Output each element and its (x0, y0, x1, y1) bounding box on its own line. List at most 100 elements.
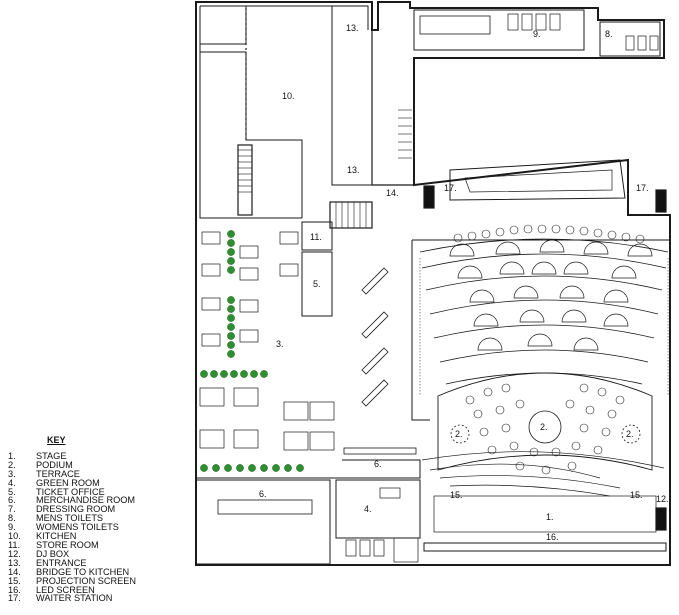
seat (515, 399, 525, 409)
seat (565, 399, 575, 409)
label-mens-toilets: 8. (605, 29, 613, 39)
mens-toilets-room (599, 21, 661, 57)
label-entrance-top: 13. (346, 23, 359, 33)
key-item: 7.DRESSING ROOM (8, 505, 188, 514)
label-screen-right: 15. (630, 490, 643, 500)
key-item-label: DRESSING ROOM (36, 504, 116, 515)
seat (523, 224, 533, 234)
screen-curve (439, 475, 621, 489)
label-kitchen: 10. (282, 91, 295, 101)
key-item-number: 9. (8, 522, 16, 533)
seat (515, 461, 525, 471)
key-item-number: 12. (8, 548, 21, 559)
inner-wall (200, 6, 247, 45)
key-item-number: 10. (8, 531, 21, 542)
store-room (301, 221, 333, 251)
key-item-number: 15. (8, 575, 21, 586)
key-item-label: BRIDGE TO KITCHEN (36, 566, 130, 577)
seat (509, 441, 519, 451)
seat (467, 231, 477, 241)
podium-left-circle (450, 424, 470, 444)
stage-canopy (449, 159, 626, 201)
key-title: KEY (47, 435, 66, 445)
key-item: 2.PODIUM (8, 459, 188, 470)
seat (621, 232, 631, 242)
seat (565, 225, 575, 235)
seat (473, 409, 483, 419)
stage-front (464, 169, 613, 193)
seat (579, 226, 589, 236)
plant (272, 464, 280, 472)
podium-circle (528, 410, 562, 444)
inner-wall (199, 6, 302, 219)
corridor-wall (371, 30, 414, 186)
label-led-screen: 16. (546, 532, 559, 542)
dressing-table (217, 499, 313, 515)
plant (227, 230, 235, 238)
label-waiter-right: 17. (636, 183, 649, 193)
seat (607, 409, 617, 419)
waiter-station-left (423, 185, 435, 209)
label-screen-left: 15. (450, 490, 463, 500)
seat (597, 387, 607, 397)
key-item: 17. WAITER STATION (8, 594, 188, 603)
seat (571, 441, 581, 451)
key-item-number: 17. (8, 593, 21, 604)
key-item: 5.TICKET OFFICE (8, 487, 188, 497)
key-item-label: PODIUM (36, 459, 73, 470)
key-item-number: 1. (8, 450, 16, 461)
seat (615, 395, 625, 405)
key-item-number: 6. (8, 495, 16, 506)
plant (227, 305, 235, 313)
label-waiter-left: 17. (444, 183, 457, 193)
plant (227, 341, 235, 349)
key-item: 3.TERRACE (8, 468, 188, 479)
seat (635, 234, 645, 244)
key-item-number: 3. (8, 468, 16, 479)
plant (260, 464, 268, 472)
seat (495, 405, 505, 415)
seats (453, 224, 645, 475)
seat (487, 445, 497, 455)
stair (329, 201, 373, 229)
seat (585, 405, 595, 415)
seat (529, 447, 539, 457)
label-podium-left: 2. (455, 429, 463, 439)
waiter-station-right (655, 189, 667, 213)
key-item-label: GREEN ROOM (36, 477, 100, 488)
hall-wall (411, 240, 430, 421)
label-womens-toilets: 9. (533, 29, 541, 39)
key-item-label: DJ BOX (36, 548, 70, 559)
plant (227, 332, 235, 340)
seat (465, 395, 475, 405)
key-item-number: 11. (8, 539, 21, 550)
key-item-number: 8. (8, 513, 16, 524)
plant (250, 370, 258, 378)
label-store-room: 11. (310, 232, 322, 242)
key-item-number: 4. (8, 477, 16, 488)
key-item-number: 14. (8, 566, 21, 577)
plant (227, 314, 235, 322)
plant (260, 370, 268, 378)
key-item: 9.WOMENS TOILETS (8, 523, 188, 532)
plant (227, 248, 235, 256)
inner-wall (200, 51, 303, 218)
key-item-label: KITCHEN (36, 531, 77, 542)
key-item: 6. MERCHANDISE ROOM (8, 496, 188, 505)
key-item-label: MERCHANDISE ROOM (36, 495, 136, 506)
label-entrance-mid: 13. (347, 165, 360, 175)
key-item: 1.STAGE (8, 450, 188, 461)
key-item: 16.LED SCREEN (8, 585, 188, 595)
label-podium: 2. (540, 422, 548, 432)
plant (227, 257, 235, 265)
plant (248, 464, 256, 472)
key-item: 10. KITCHEN (8, 532, 188, 541)
key-item-number: 13. (8, 557, 21, 568)
key-item: 15.PROJECTION SCREEN (8, 575, 188, 586)
seat (601, 427, 611, 437)
key-item-label: WAITER STATION (36, 593, 113, 604)
merch-room (195, 479, 331, 565)
label-dressing-room: 6. (259, 489, 267, 499)
